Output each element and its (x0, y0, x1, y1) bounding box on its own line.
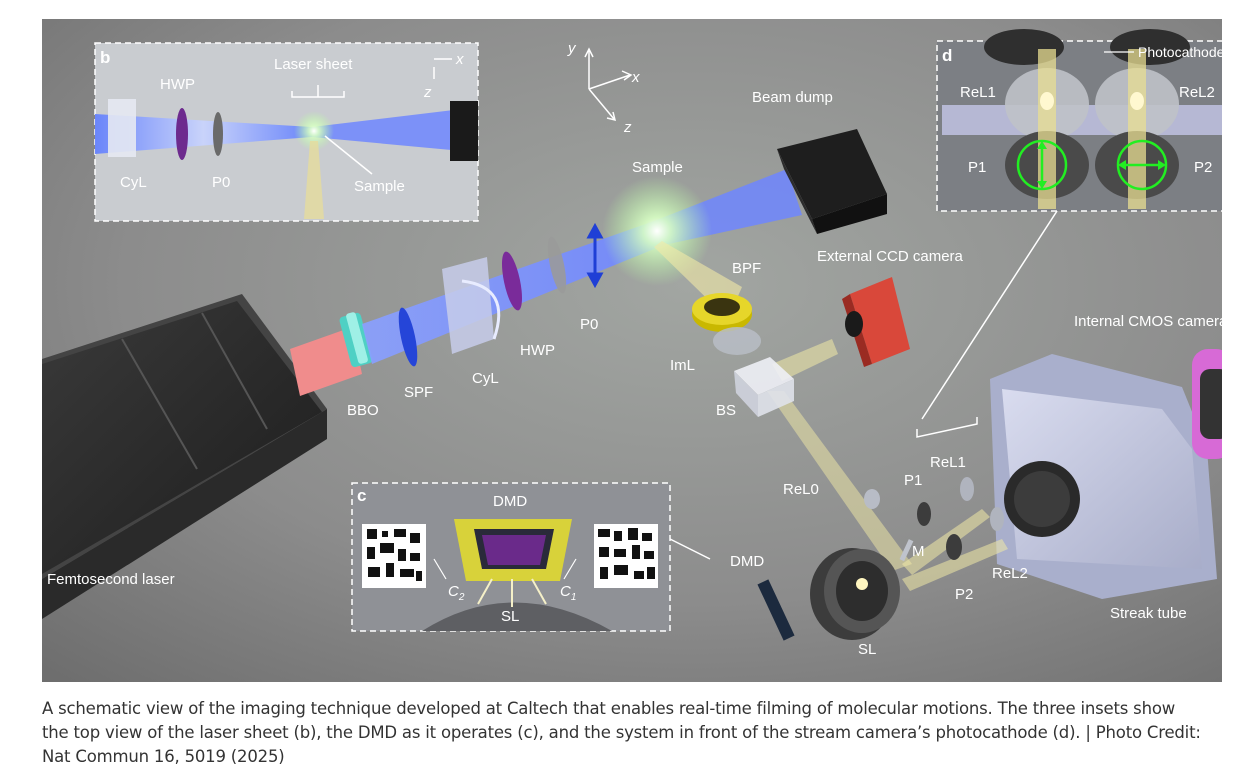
figure-caption: A schematic view of the imaging techniqu… (42, 699, 1201, 766)
p2-label: P2 (955, 586, 973, 603)
p0-polarizer (547, 236, 567, 294)
hwp-plate (501, 251, 523, 311)
rel0-label: ReL0 (783, 481, 819, 498)
beam-splitter (734, 357, 794, 417)
beam-to-dmd (767, 391, 912, 571)
inset-b-z-label: z (423, 84, 432, 101)
inset-b-sample-label: Sample (354, 178, 405, 195)
inset-c-leader (669, 538, 711, 560)
m-label: M (912, 543, 925, 560)
internal-cmos-label: Internal CMOS camera (1074, 313, 1222, 330)
cylindrical-lens (442, 257, 501, 354)
beam-dump (777, 129, 887, 234)
bpf-filter (692, 293, 752, 332)
p0-label: P0 (580, 316, 598, 333)
iml-label: ImL (670, 357, 695, 374)
beam-dump-label: Beam dump (752, 89, 833, 106)
inset-d-rel1-label: ReL1 (960, 84, 996, 101)
femtosecond-laser-label: Femtosecond laser (47, 571, 175, 588)
rel1-lens (960, 477, 974, 501)
imaging-lens (713, 327, 761, 355)
bbo-crystal (339, 312, 373, 368)
inset-d-p1-label: P1 (968, 159, 986, 176)
axis-y-label: y (567, 40, 577, 57)
red-beam (290, 327, 362, 396)
cyl-label: CyL (472, 370, 499, 387)
inset-d (936, 29, 1222, 212)
inset-b-p0-label: P0 (212, 174, 230, 191)
spf-label: SPF (404, 384, 433, 401)
relay-optics (864, 477, 1008, 591)
axes-indicator (584, 47, 633, 122)
inset-b-laser-sheet-label: Laser sheet (274, 56, 353, 73)
streak-tube-label: Streak tube (1110, 605, 1187, 622)
rel0-lens (864, 489, 880, 509)
inset-d-rel2-label: ReL2 (1179, 84, 1215, 101)
inset-b-letter: b (100, 48, 110, 67)
spf-filter (398, 307, 418, 367)
inset-c-c1-label: C1 (560, 583, 576, 603)
dmd-label: DMD (730, 553, 764, 570)
polarization-arrow (586, 222, 604, 289)
mirror (899, 539, 914, 562)
inset-d-p2-label: P2 (1194, 159, 1212, 176)
setup-figure: b Laser sheet HWP CyL P0 Sample x z y x … (42, 19, 1222, 682)
sl-lens-barrel (810, 548, 900, 640)
axis-x-label: x (631, 69, 640, 86)
p2-polarizer (946, 534, 962, 560)
inset-d-letter: d (942, 46, 952, 65)
femtosecond-laser (42, 294, 327, 619)
streak-camera (990, 349, 1222, 599)
inset-b-x-label: x (455, 51, 464, 68)
external-ccd-camera (842, 277, 910, 367)
inset-c (351, 482, 671, 632)
inset-b-cyl-label: CyL (120, 174, 147, 191)
rel2-lens (990, 507, 1004, 531)
hwp-label: HWP (520, 342, 555, 359)
inset-b (94, 42, 479, 222)
sl-label: SL (858, 641, 876, 658)
p1-label: P1 (904, 472, 922, 489)
p1-polarizer (917, 502, 931, 526)
inset-c-sl-label: SL (501, 608, 519, 625)
axis-z-label: z (623, 119, 632, 136)
inset-d-photocathode-label: Photocathode (1138, 44, 1222, 60)
bpf-label: BPF (732, 260, 761, 277)
bbo-label: BBO (347, 402, 379, 419)
inset-c-letter: c (357, 486, 366, 505)
sample-label: Sample (632, 159, 683, 176)
rel1-label: ReL1 (930, 454, 966, 471)
inset-b-hwp-label: HWP (160, 76, 195, 93)
rel2-label: ReL2 (992, 565, 1028, 582)
relay-bracket (916, 417, 978, 438)
dmd-device (757, 579, 795, 641)
inset-c-dmd-label: DMD (493, 493, 527, 510)
inset-c-c2-label: C2 (448, 583, 465, 603)
inset-d-leader (921, 210, 1058, 420)
beam-to-ccd (772, 339, 838, 381)
bs-label: BS (716, 402, 736, 419)
external-ccd-label: External CCD camera (817, 248, 964, 265)
